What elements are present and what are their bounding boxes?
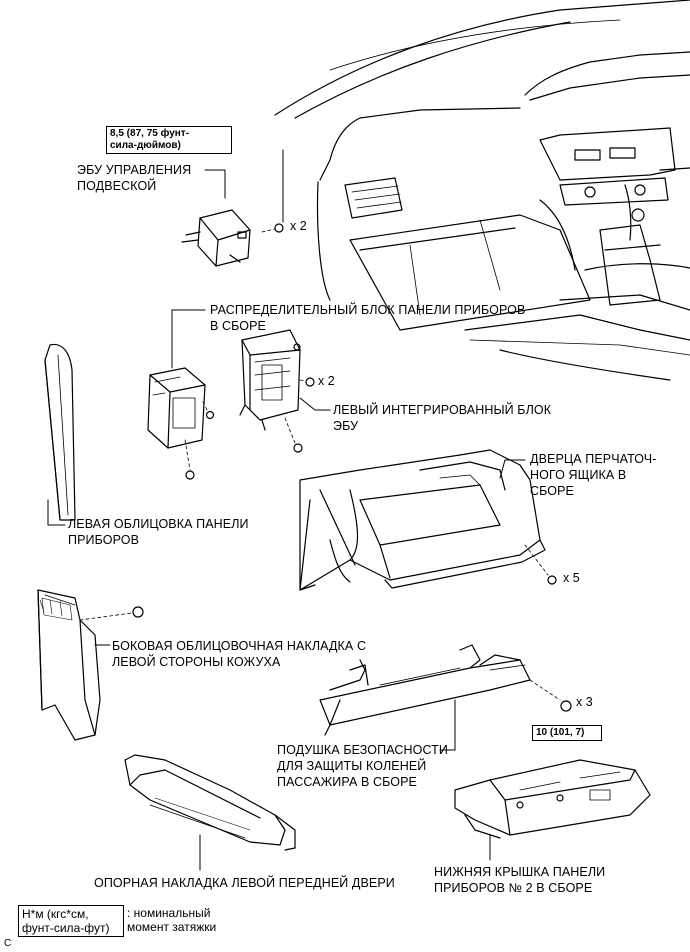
suspension-ecu-part <box>181 149 284 267</box>
dashboard-illustration <box>274 0 690 381</box>
legend-torque-description: : номинальный момент затяжки <box>127 906 217 934</box>
cowl-side-trim-part <box>37 589 144 741</box>
legend-torque-unit-box: Н*м (кгс*см, фунт-сила-фут) <box>18 905 124 937</box>
label-suspension-ecu: ЭБУ УПРАВЛЕНИЯ ПОДВЕСКОЙ <box>77 163 192 193</box>
label-scuff-plate: ОПОРНАЯ НАКЛАДКА ЛЕВОЙ ПЕРЕДНЕЙ ДВЕРИ <box>94 876 395 890</box>
airbag-torque-spec: 10 (101, 7) <box>532 725 602 741</box>
scuff-plate-part <box>124 754 296 871</box>
label-cowl-side-trim: БОКОВАЯ ОБЛИЦОВОЧНАЯ НАКЛАДКА С ЛЕВОЙ СТ… <box>112 639 367 669</box>
glovebox-door-part <box>299 449 557 591</box>
label-glovebox-door: ДВЕРЦА ПЕРЧАТОЧ- НОГО ЯЩИКА В СБОРЕ <box>530 452 657 498</box>
qty-ecu-block-screws: x 2 <box>318 374 335 388</box>
junction-block-part <box>147 309 215 480</box>
qty-glovebox-screws: x 5 <box>563 571 580 585</box>
label-junction-block: РАСПРЕДЕЛИТЕЛЬНЫЙ БЛОК ПАНЕЛИ ПРИБОРОВ В… <box>210 303 526 333</box>
knee-airbag-part <box>319 644 572 751</box>
label-left-ecu: ЛЕВЫЙ ИНТЕГРИРОВАННЫЙ БЛОК ЭБУ <box>333 403 552 433</box>
label-lower-cover: НИЖНЯЯ КРЫШКА ПАНЕЛИ ПРИБОРОВ № 2 В СБОР… <box>434 865 606 895</box>
left-panel-trim-part <box>44 343 76 526</box>
qty-ecu-screws: x 2 <box>290 219 307 233</box>
qty-airbag-bolts: x 3 <box>576 695 593 709</box>
corner-mark: C <box>4 938 12 949</box>
left-ecu-block-part <box>239 329 331 453</box>
lower-cover-part <box>454 759 651 861</box>
ecu-torque-spec: 8,5 (87, 75 фунт- сила-дюймов) <box>106 126 232 154</box>
label-left-panel-trim: ЛЕВАЯ ОБЛИЦОВКА ПАНЕЛИ ПРИБОРОВ <box>68 517 249 547</box>
label-knee-airbag: ПОДУШКА БЕЗОПАСНОСТИ ДЛЯ ЗАЩИТЫ КОЛЕНЕЙ … <box>277 743 448 789</box>
